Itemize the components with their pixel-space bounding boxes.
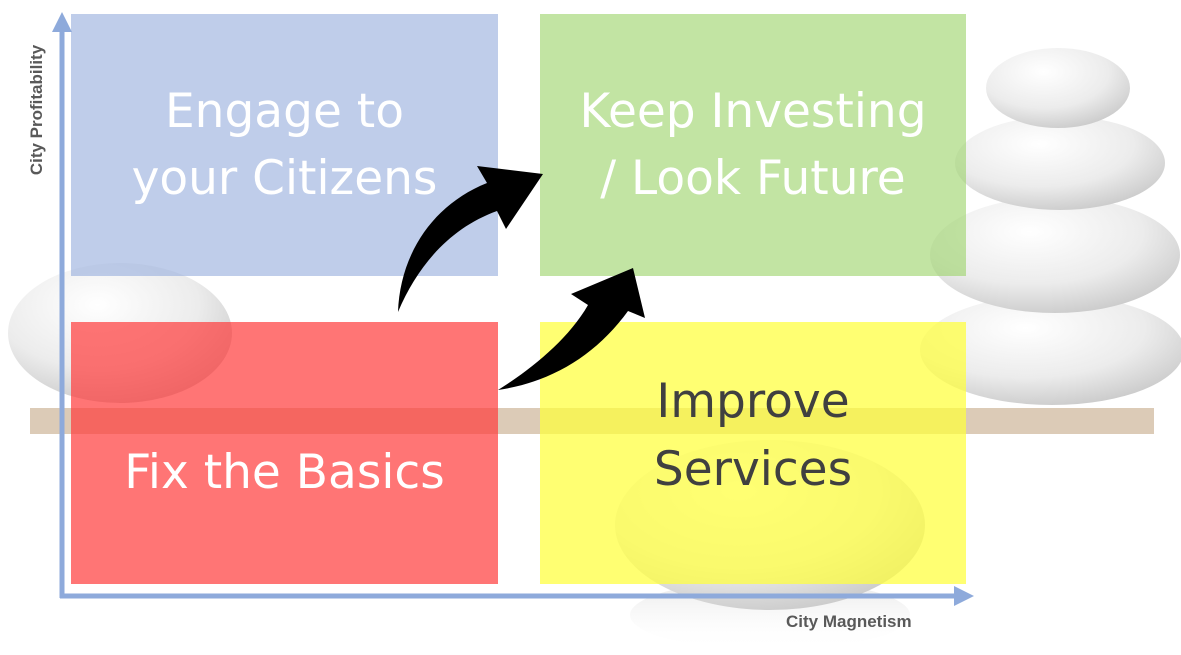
right-stone-3 — [930, 197, 1180, 313]
y-axis-label: City Profitability — [27, 44, 46, 176]
quadrant-keep-investing: Keep Investing / Look Future — [540, 14, 966, 276]
quadrant-keep-investing-label: Keep Investing / Look Future — [579, 83, 927, 206]
right-stone-2 — [955, 116, 1165, 210]
y-axis-arrowhead — [52, 12, 72, 32]
x-axis-label: City Magnetism — [786, 612, 912, 631]
x-axis-arrowhead — [954, 586, 974, 606]
arrow-basics-to-investing — [398, 166, 543, 312]
right-stone-top — [986, 48, 1130, 128]
quadrant-engage-citizens-label: Engage to your Citizens — [131, 83, 438, 206]
right-stone-bottom — [920, 295, 1181, 405]
quadrant-fix-basics: Fix the Basics — [71, 322, 498, 584]
quadrant-improve-services: Improve Services — [540, 322, 966, 584]
quadrant-fix-basics-label: Fix the Basics — [124, 445, 445, 501]
arrow-basics-to-investing-lower — [498, 268, 645, 390]
quadrant-improve-services-label: Improve Services — [653, 374, 853, 497]
